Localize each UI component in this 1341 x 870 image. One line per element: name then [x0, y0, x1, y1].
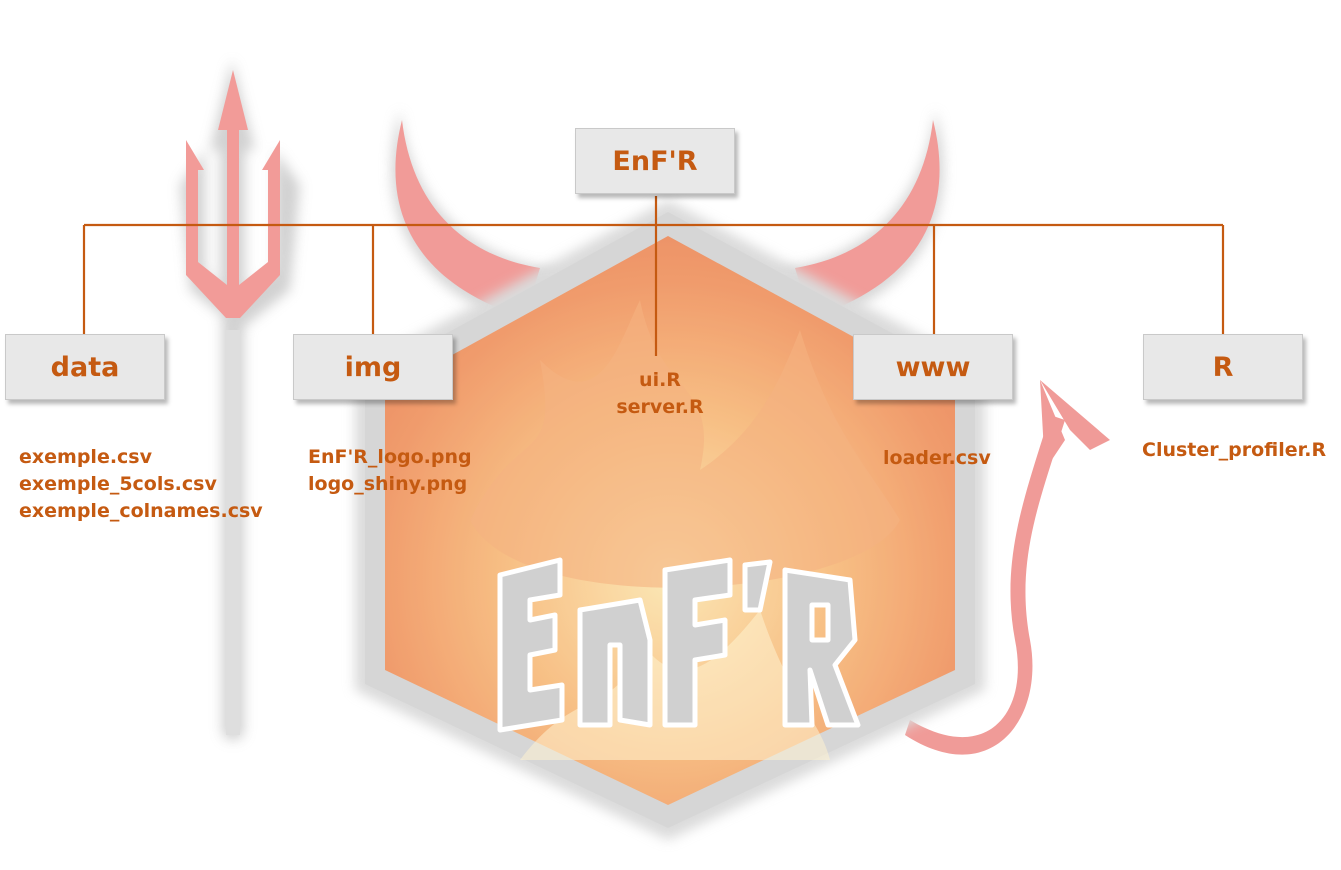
tree-connectors [82, 196, 1225, 356]
folder-label-data: data [50, 351, 120, 383]
file-item: server.R [616, 396, 704, 418]
trident-icon [186, 70, 280, 735]
file-item: Cluster_profiler.R [1142, 439, 1327, 461]
folder-box-www: www [853, 334, 1013, 400]
left-horn-icon [395, 120, 540, 318]
file-item: EnF'R_logo.png [308, 446, 472, 468]
tail-icon [905, 415, 1065, 755]
folder-box-img: img [293, 334, 453, 400]
folder-box-data: data [5, 334, 165, 400]
file-item: ui.R [639, 369, 681, 391]
folder-box-r: R [1143, 334, 1303, 400]
right-horn-icon [795, 120, 940, 318]
file-item: loader.csv [883, 447, 991, 469]
enfr-logo-lettering [497, 557, 861, 733]
file-item: exemple_colnames.csv [19, 500, 263, 522]
file-item: exemple.csv [19, 446, 152, 468]
file-list-www: loader.csv [883, 445, 991, 472]
file-item: logo_shiny.png [308, 473, 468, 495]
folder-label-r: R [1212, 351, 1234, 383]
root-folder-box: EnF'R [575, 128, 735, 194]
file-list-r: Cluster_profiler.R [1142, 437, 1326, 464]
file-list-img: EnF'R_logo.png logo_shiny.png [308, 444, 472, 498]
folder-label-img: img [344, 351, 402, 383]
root-folder-label: EnF'R [612, 145, 698, 177]
folder-label-www: www [895, 351, 971, 383]
file-list-data: exemple.csv exemple_5cols.csv exemple_co… [19, 444, 263, 525]
root-file-list: ui.R server.R [600, 367, 720, 421]
file-item: exemple_5cols.csv [19, 473, 217, 495]
